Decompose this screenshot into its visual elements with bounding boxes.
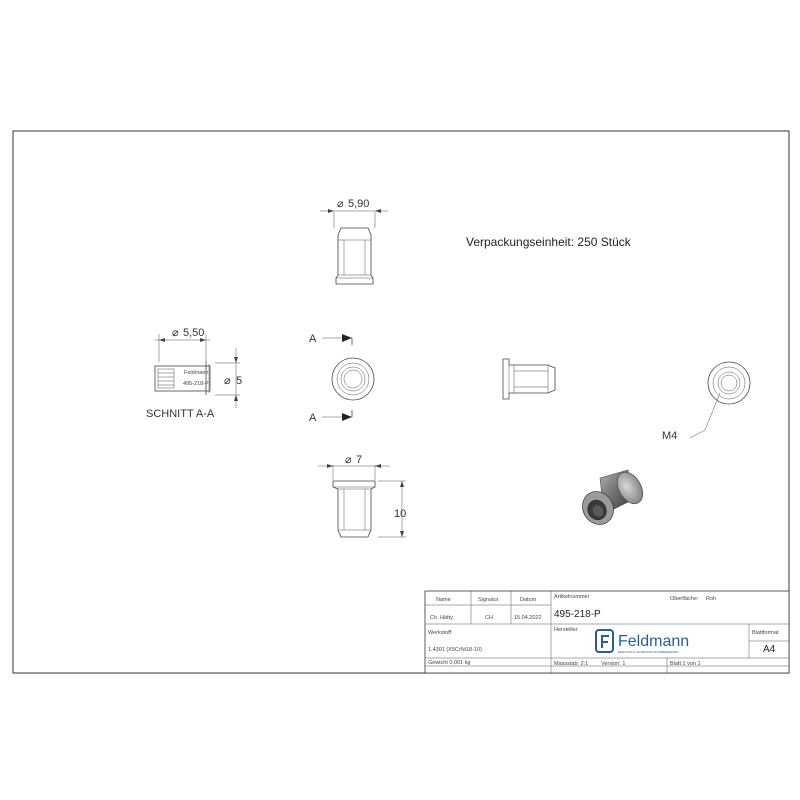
tb-material-value: 1.4301 (X5CrNi18-10) — [428, 647, 482, 653]
dia-symbol-top: ⌀ — [337, 198, 344, 210]
packaging-note: Verpackungseinheit: 250 Stück — [466, 235, 632, 249]
cut-label-a-top: A — [309, 333, 317, 345]
dia-symbol-section-side: ⌀ — [224, 375, 231, 387]
dim-bottom-height: 10 — [394, 508, 406, 520]
dim-section-side-diameter: 5 — [236, 375, 242, 387]
dia-symbol-section: ⌀ — [172, 327, 179, 339]
dia-symbol-bottom: ⌀ — [345, 454, 352, 466]
tb-col-name: Name — [436, 597, 451, 603]
tb-weight: Gewicht 0,001 kg — [428, 660, 471, 666]
feldmann-logo: Feldmann EDELSTAHL ALUMINIUM SCHMIEDEEIS… — [595, 629, 689, 654]
tb-date: 15.04.2022 — [514, 615, 542, 621]
tb-checked-by: Ch. Hätty — [430, 615, 453, 621]
cut-label-a-bottom: A — [309, 412, 317, 424]
company-sub: EDELSTAHL ALUMINIUM SCHMIEDEEISEN — [618, 650, 678, 654]
horizontal-side-view — [502, 358, 556, 400]
front-circle-view: A A — [309, 333, 375, 424]
tb-article-number: 495-218-P — [554, 609, 601, 620]
tb-article-label: Artikelnummer — [554, 594, 590, 600]
dim-section-diameter: 5,50 — [183, 327, 204, 339]
tb-manufacturer-label: Hersteller — [554, 627, 578, 633]
drawing-frame — [12, 130, 790, 674]
top-side-view: ⌀ 5,90 — [320, 198, 388, 285]
tb-sheet-of: Blatt 1 von 1 — [670, 661, 701, 667]
section-text-article: 495-218-P — [183, 381, 209, 387]
dim-bottom-diameter: 7 — [356, 454, 362, 466]
thread-circle-view: M4 — [662, 361, 751, 442]
tb-material-label: Werkstoff: — [428, 630, 453, 636]
section-text-brand: Feldmann — [184, 370, 208, 376]
company-name: Feldmann — [618, 633, 689, 650]
title-block: Name Signatur Datum Ch. Hätty CH 15.04.2… — [424, 590, 790, 674]
section-label: SCHNITT A-A — [146, 408, 215, 420]
isometric-rivet-nut — [582, 469, 644, 525]
section-view: ⌀ 5,50 Feldmann 495-218-P ⌀ 5 SCHNITT A-… — [146, 327, 242, 420]
tb-scale: Massstab: 2:1 — [554, 661, 588, 667]
tb-version: Version: 1 — [601, 661, 625, 667]
tb-signature: CH — [485, 615, 493, 621]
tb-sheet-format-label: Blattformat — [752, 630, 779, 636]
thread-label: M4 — [662, 430, 677, 442]
bottom-side-view: ⌀ 7 10 — [318, 454, 406, 538]
tb-surface-value: Roh — [706, 596, 716, 602]
tb-surface-label: Oberfläche: — [670, 596, 699, 602]
tb-col-date: Datum — [520, 597, 537, 603]
tb-col-signature: Signatur — [478, 597, 499, 603]
tb-sheet-format-value: A4 — [763, 644, 776, 655]
dim-top-diameter: 5,90 — [348, 198, 369, 210]
